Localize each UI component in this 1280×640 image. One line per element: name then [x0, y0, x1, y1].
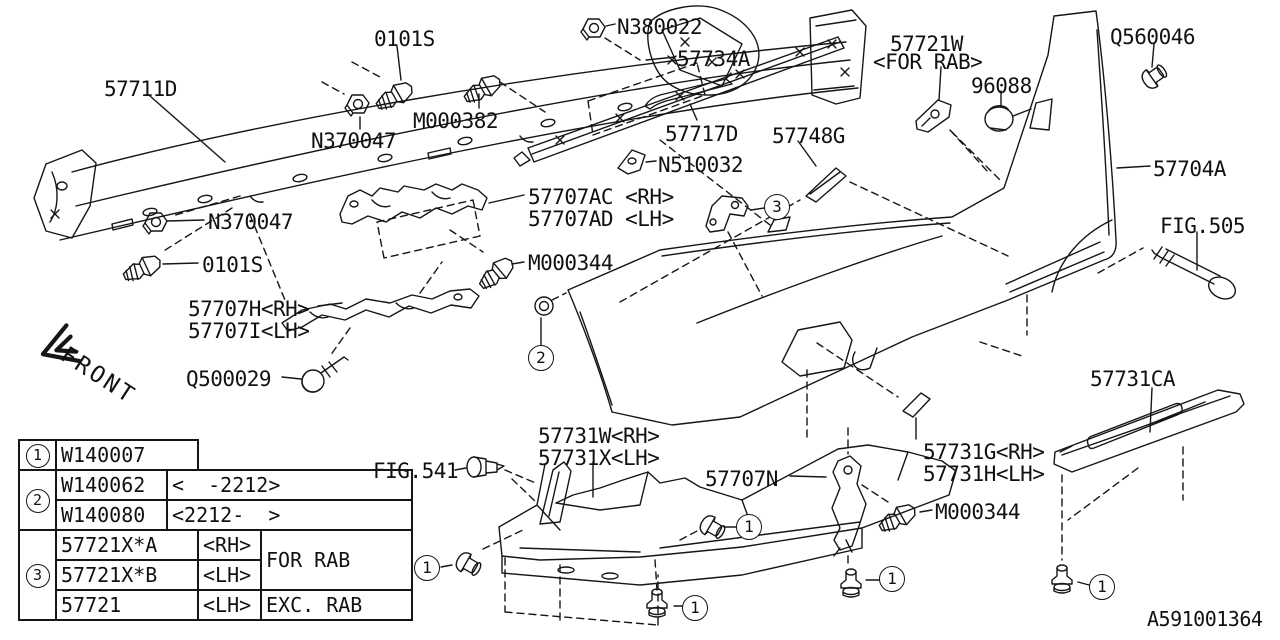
label-57731h: 57731H<LH> [923, 462, 1045, 486]
label-57707ac: 57707AC <RH> [528, 185, 674, 209]
side-cell: <LH> [197, 589, 262, 621]
clip-n510032-drawing [617, 149, 646, 175]
part-number-cell: 57721X*A [55, 529, 199, 561]
cover-clip-left [452, 549, 485, 580]
label-57721w: 57721W [890, 32, 963, 56]
socket-96088-drawing [984, 105, 1032, 132]
table-row: 1 W140007 [18, 439, 412, 471]
label-0101s-top: 0101S [374, 27, 435, 51]
callout-1-cover-bottom: 1 [682, 595, 708, 621]
label-57731g: 57731G<RH> [923, 440, 1045, 464]
part-number-cell: 57721 [55, 589, 199, 621]
label-q500029: Q500029 [186, 367, 272, 391]
note-cell: EXC. RAB [260, 589, 413, 621]
label-n370047-top: N370047 [311, 129, 397, 153]
label-q560046: Q560046 [1110, 25, 1196, 49]
cover-clip-right [696, 512, 729, 543]
label-57734a: 57734A [677, 47, 750, 71]
table-row: W140080 <2212- > [19, 499, 413, 531]
table-row: 3 57721X*A <RH> FOR RAB [18, 529, 413, 621]
table-row: 57721X*B <LH> [19, 559, 412, 591]
label-57707h: 57707H<RH> [188, 297, 310, 321]
label-0101s-left: 0101S [202, 253, 263, 277]
label-fig505: FIG.505 [1160, 214, 1246, 238]
bracket-57721w-drawing [915, 99, 989, 173]
bracket-57707h-drawing [249, 214, 480, 357]
part-number-cell: W140080 [55, 499, 168, 531]
callout-1-cover-right: 1 [736, 514, 762, 540]
label-57707i: 57707I<LH> [188, 319, 310, 343]
callout-3: 3 [764, 194, 790, 220]
callout-1-cell: 1 [25, 443, 50, 468]
label-57731w: 57731W<RH> [538, 424, 660, 448]
date-range-cell: < -2212> [166, 469, 413, 501]
bracket-57707n-drawing [831, 427, 889, 567]
bracket-57721x-drawing [705, 195, 763, 297]
bracket-57707ac-drawing [339, 183, 488, 259]
clip-q560046-drawing [1138, 60, 1171, 93]
label-57717d: 57717D [665, 122, 738, 146]
part-number-cell: W140062 [55, 469, 168, 501]
label-57721w-note: <FOR RAB> [873, 50, 983, 74]
under-cover-drawing [482, 444, 957, 626]
label-57704a: 57704A [1153, 157, 1226, 181]
beam-57711d-drawing [33, 5, 867, 241]
legend-table: 1 W140007 2 W140062 < -2212> W140080 <22… [18, 439, 413, 621]
label-57707ad: 57707AD <LH> [528, 207, 674, 231]
cover-rivet-bottom [646, 588, 668, 618]
rivet-57707n [840, 568, 862, 598]
part-number-cell: W140007 [55, 439, 199, 471]
table-row: 57721 <LH> EXC. RAB [19, 589, 413, 621]
label-n510032: N510032 [658, 153, 744, 177]
label-n380022: N380022 [617, 15, 703, 39]
bumper-57704a-drawing [567, 10, 1117, 441]
garnish-57734a-drawing [513, 36, 845, 167]
label-m000344-lower: M000344 [935, 500, 1021, 524]
leader-lines [149, 23, 1198, 607]
callout-3-cell: 3 [25, 563, 50, 588]
callout-1-57731ca: 1 [1089, 574, 1115, 600]
label-96088: 96088 [971, 74, 1032, 98]
pad-57748g-drawing [805, 167, 847, 203]
table-row: 2 W140062 < -2212> [18, 469, 413, 531]
label-57731ca: 57731CA [1090, 367, 1176, 391]
callout-1-cover-left: 1 [414, 555, 440, 581]
side-cell: <LH> [197, 559, 262, 591]
part-number-cell: 57721X*B [55, 559, 199, 591]
callout-1-57707n: 1 [879, 566, 905, 592]
drawing-number: A591001364 [1147, 607, 1263, 631]
label-57731x: 57731X<LH> [538, 446, 660, 470]
fasteners-top [119, 18, 641, 295]
label-m000344-upper: M000344 [528, 251, 614, 275]
label-57711d: 57711D [104, 77, 177, 101]
label-n370047-left: N370047 [208, 210, 294, 234]
bolt-m000344-lower-drawing [875, 499, 921, 538]
callout-2: 2 [528, 345, 554, 371]
rivet-57731ca [1051, 564, 1073, 594]
label-57748g: 57748G [772, 124, 845, 148]
screw-q500029-drawing [301, 356, 349, 393]
side-cell: <RH> [197, 529, 262, 561]
spoiler-57731ca-drawing [1053, 389, 1245, 561]
date-range-cell: <2212- > [166, 499, 413, 531]
note-cell: FOR RAB [260, 529, 413, 591]
label-m000382: M000382 [413, 109, 499, 133]
callout-2-cell: 2 [25, 488, 50, 513]
fig541-screw-drawing [466, 456, 505, 478]
fig505-bolt-drawing [1097, 246, 1237, 300]
strip-57717d-drawing [644, 72, 733, 110]
front-direction-arrow [40, 323, 82, 364]
label-57707n: 57707N [705, 467, 778, 491]
grommet-drawing [534, 292, 567, 316]
pad-57731g-drawing [902, 392, 931, 418]
